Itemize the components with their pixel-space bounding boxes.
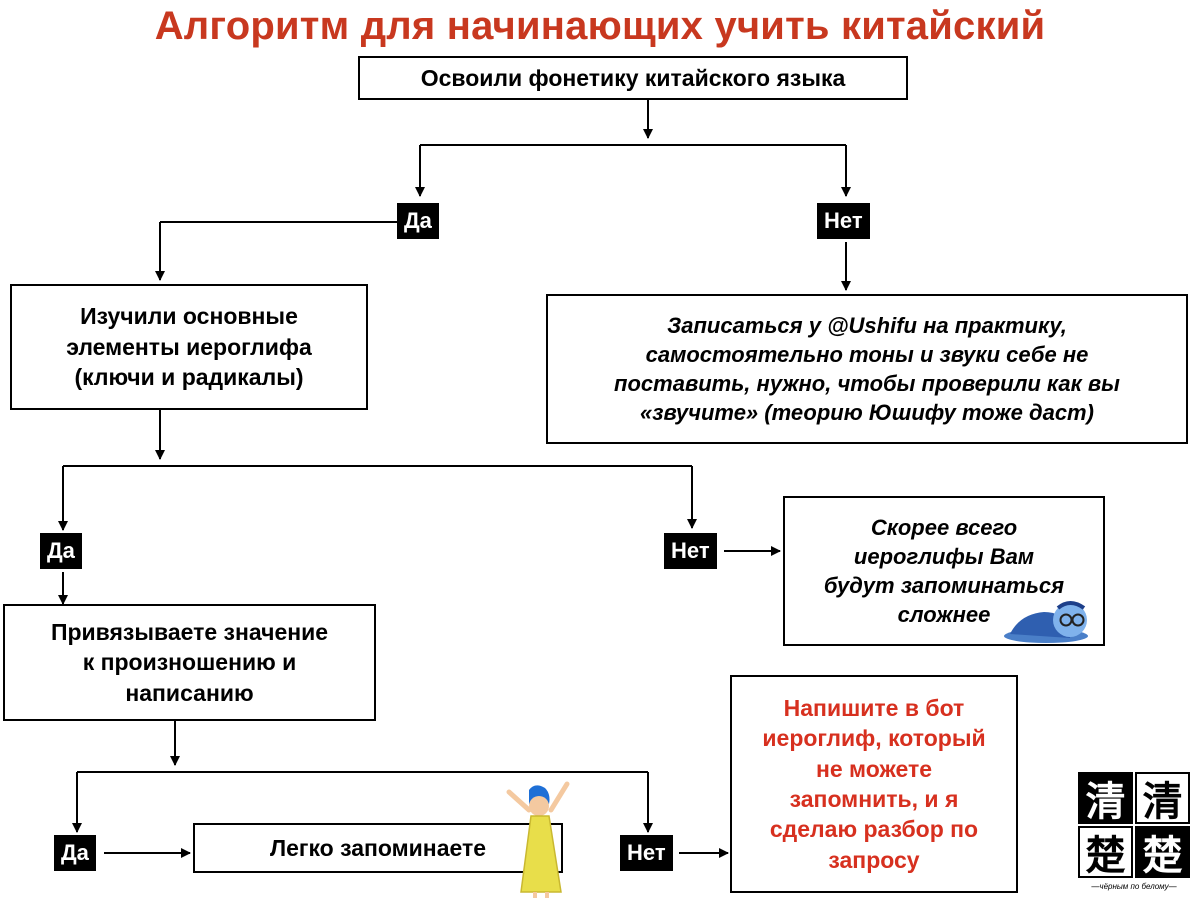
node-radicals: Изучили основные элементы иероглифа (клю… [10, 284, 368, 410]
node-bot: Напишите в бот иероглиф, который не може… [730, 675, 1018, 893]
node-phonetics: Освоили фонетику китайского языка [358, 56, 908, 100]
label-yes-radicals: Да [40, 533, 82, 569]
diagram-title: Алгоритм для начинающих учить китайский [154, 4, 1046, 48]
label-yes-link: Да [54, 835, 96, 871]
joy-character-icon [506, 781, 570, 898]
logo-cell-bottom-left: 楚 [1078, 826, 1133, 878]
label-no-radicals: Нет [664, 533, 717, 569]
logo-cell-top-right: 清 [1135, 772, 1190, 824]
label-no-phonetics: Нет [817, 203, 870, 239]
qingchu-logo: 清 清 楚 楚 —чёрным по белому— [1078, 772, 1190, 894]
sad-character-icon [1004, 601, 1088, 643]
logo-cell-bottom-right: 楚 [1135, 826, 1190, 878]
label-no-link: Нет [620, 835, 673, 871]
logo-tagline: —чёрным по белому— [1091, 882, 1177, 891]
label-yes-phonetics: Да [397, 203, 439, 239]
logo-cell-top-left: 清 [1078, 772, 1133, 824]
node-ushifu: Записаться у @Ushifu на практику, самост… [546, 294, 1188, 444]
node-easy: Легко запоминаете [193, 823, 563, 873]
node-link-meaning: Привязываете значение к произношению и н… [3, 604, 376, 721]
